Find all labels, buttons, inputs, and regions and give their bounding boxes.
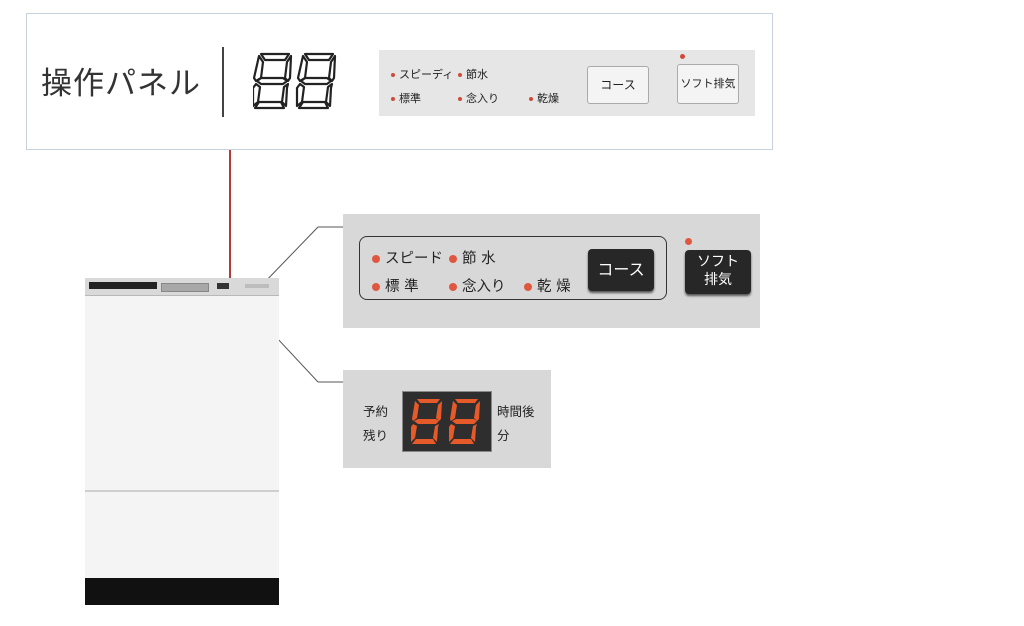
label-remaining: 残り xyxy=(363,428,389,443)
label-reserve: 予約 xyxy=(363,404,389,419)
indicator-dot xyxy=(372,255,380,263)
title-divider xyxy=(222,47,224,117)
strip-display xyxy=(217,283,229,289)
strip-handle-dark xyxy=(89,282,157,289)
z-course-button[interactable]: コース xyxy=(588,249,654,291)
indicator-dot xyxy=(449,283,457,291)
lit-digits xyxy=(411,399,480,444)
z-soft-exhaust-label-1: ソフト xyxy=(697,254,739,270)
display-closeup: 予約 残り xyxy=(343,370,551,468)
lit-digit-2 xyxy=(449,399,480,444)
indicator-dot xyxy=(372,283,380,291)
control-panel-illustration: 操作パネル スピーディ 節水 xyxy=(26,13,773,150)
zoom-buttons-leader xyxy=(261,226,319,286)
z-indicator-drying: 乾 燥 xyxy=(524,275,571,296)
z-indicator-speed: スピード xyxy=(372,247,443,268)
dishwasher-control-strip xyxy=(85,278,279,296)
strip-buttons xyxy=(245,284,269,288)
indicator-speedy: スピーディ xyxy=(391,66,453,82)
indicator-dot xyxy=(391,73,395,77)
outline-digit-display xyxy=(253,52,337,110)
z-indicator-thorough: 念入り xyxy=(449,275,506,296)
label-minutes: 分 xyxy=(497,428,510,443)
z-soft-exhaust-button[interactable]: ソフト 排気 xyxy=(685,250,751,294)
z-indicator-water-saving: 節 水 xyxy=(449,247,496,268)
panel-title: 操作パネル xyxy=(41,66,201,102)
indicator-dot xyxy=(391,97,395,101)
indicator-standard: 標準 xyxy=(391,90,421,106)
z-indicator-standard: 標 準 xyxy=(372,275,419,296)
dishwasher-lower-door xyxy=(85,492,279,578)
indicator-dot xyxy=(524,283,532,291)
course-button[interactable]: コース xyxy=(587,66,649,104)
dishwasher-illustration xyxy=(85,278,279,605)
outline-digit-2 xyxy=(295,52,337,110)
dishwasher-kickplate xyxy=(85,578,279,605)
z-soft-exhaust-indicator-dot xyxy=(685,238,692,245)
indicator-dot xyxy=(529,97,533,101)
lit-digit-1 xyxy=(411,399,442,444)
seven-segment-display xyxy=(402,391,492,452)
dishwasher-upper-door xyxy=(85,296,279,492)
indicator-dot xyxy=(458,97,462,101)
buttons-closeup: スピード 節 水 標 準 念入り 乾 燥 コース ソフト 排気 xyxy=(343,214,760,328)
panel-buttons-area: スピーディ 節水 標準 念入り 乾燥 コース ソフト排気 xyxy=(379,50,755,116)
soft-exhaust-button[interactable]: ソフト排気 xyxy=(677,64,739,104)
label-hours-later: 時間後 xyxy=(497,404,535,419)
indicator-water-saving: 節水 xyxy=(458,66,488,82)
indicator-drying: 乾燥 xyxy=(529,90,559,106)
course-indicator-group: スピード 節 水 標 準 念入り 乾 燥 コース xyxy=(359,236,667,300)
z-soft-exhaust-label-2: 排気 xyxy=(704,272,732,288)
strip-handle-silver xyxy=(161,283,209,292)
indicator-dot xyxy=(449,255,457,263)
soft-exhaust-indicator-dot xyxy=(680,54,685,59)
indicator-dot xyxy=(458,73,462,77)
outline-digit-1 xyxy=(253,52,293,110)
indicator-thorough: 念入り xyxy=(458,90,499,106)
